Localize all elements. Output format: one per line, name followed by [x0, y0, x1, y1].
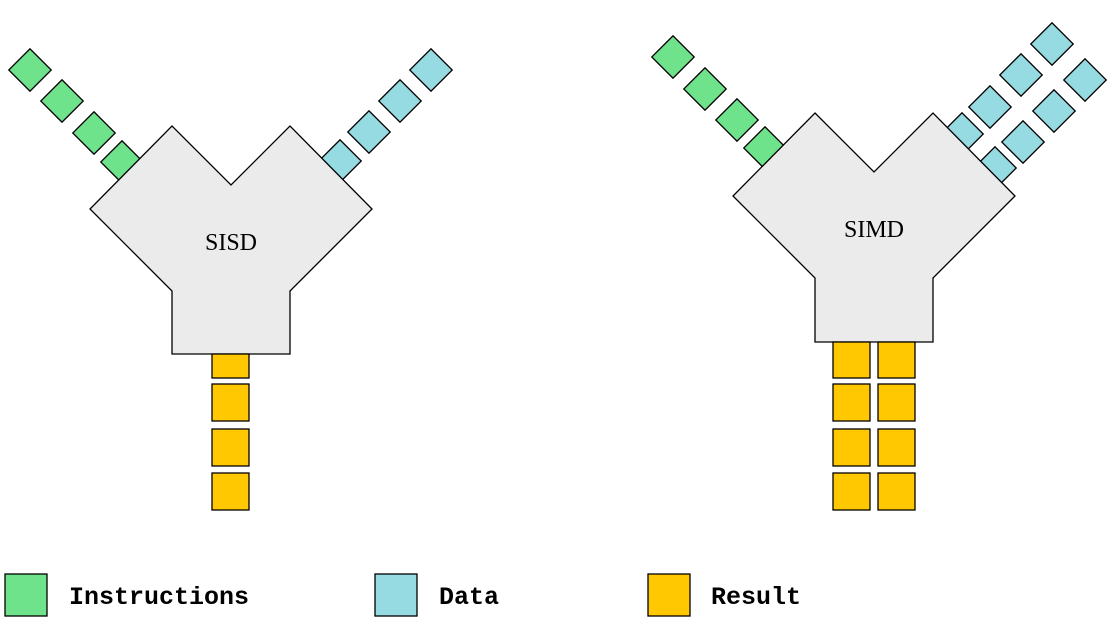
- instruction-block: [650, 34, 696, 80]
- data-block: [377, 78, 423, 124]
- result-block: [877, 428, 916, 467]
- data-block: [346, 109, 392, 155]
- instruction-block: [39, 78, 85, 124]
- sisd-result-stream: [211, 353, 250, 511]
- data-block: [1029, 21, 1075, 67]
- data-block: [408, 47, 454, 93]
- result-block: [211, 472, 250, 511]
- sisd-label: SISD: [205, 230, 257, 256]
- legend: Instructions Data Result: [4, 573, 801, 617]
- legend-item-result: Result: [647, 573, 801, 617]
- simd-processing-unit: [732, 112, 1016, 343]
- result-block: [211, 353, 250, 379]
- instruction-block: [7, 47, 53, 93]
- result-block: [832, 383, 871, 422]
- result-block: [877, 341, 916, 379]
- result-block: [832, 341, 871, 379]
- legend-item-instructions: Instructions: [4, 573, 249, 617]
- sisd-instruction-stream: [7, 47, 145, 185]
- data-block: [998, 52, 1044, 98]
- instruction-block: [71, 110, 117, 156]
- legend-swatch-result: [647, 573, 691, 617]
- result-block: [877, 472, 916, 511]
- simd-label: SIMD: [844, 217, 904, 243]
- result-block: [211, 383, 250, 422]
- sisd-processing-unit: [89, 125, 373, 355]
- result-block: [211, 428, 250, 467]
- simd-result-stream: [832, 341, 916, 511]
- instruction-block: [714, 97, 760, 143]
- instruction-block: [682, 66, 728, 112]
- unit-sisd: SISD: [7, 47, 454, 511]
- legend-swatch-instructions: [4, 573, 48, 617]
- legend-label-instructions: Instructions: [69, 583, 249, 612]
- legend-swatch-data: [374, 573, 418, 617]
- legend-label-data: Data: [439, 583, 499, 612]
- result-block: [832, 472, 871, 511]
- data-block: [1062, 57, 1108, 103]
- result-block: [877, 383, 916, 422]
- result-block: [832, 428, 871, 467]
- data-block: [967, 84, 1013, 130]
- simd-instruction-stream: [650, 34, 788, 171]
- unit-simd: SIMD: [650, 21, 1108, 511]
- data-block: [1031, 88, 1077, 134]
- legend-label-result: Result: [711, 583, 801, 612]
- legend-item-data: Data: [374, 573, 499, 617]
- data-block: [1000, 119, 1046, 165]
- sisd-data-stream: [317, 47, 454, 184]
